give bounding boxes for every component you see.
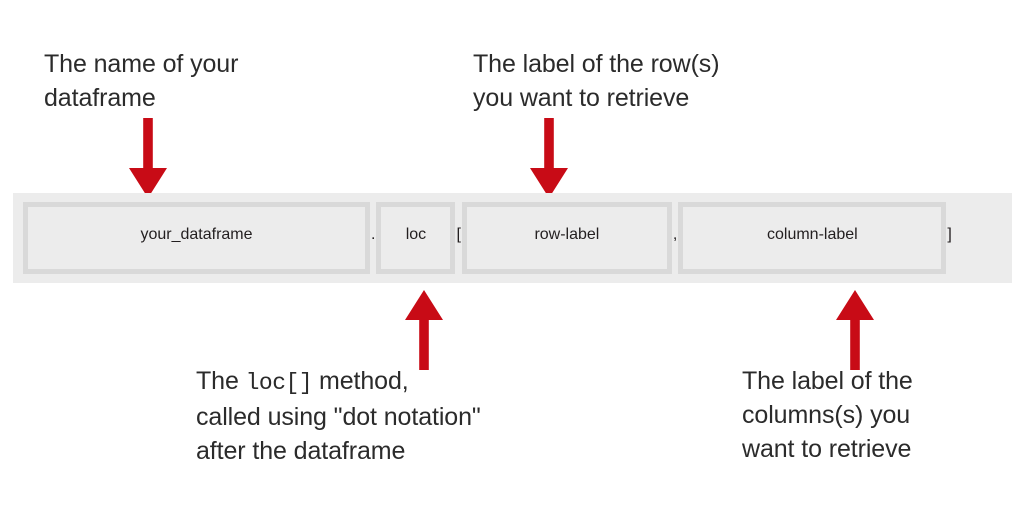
code-expression: your_dataframe . loc [ row-label , colum… xyxy=(23,202,953,274)
caption-column-label: The label of the columns(s) you want to … xyxy=(742,367,913,463)
code-token-loc-method-text: loc xyxy=(405,226,427,243)
code-token-comma-text: , xyxy=(672,226,678,243)
code-token-row-label[interactable]: row-label xyxy=(461,202,672,274)
code-token-close-bracket: ] xyxy=(946,202,952,274)
arrow-down-to-dataframe-icon xyxy=(129,118,167,198)
code-token-dataframe-name[interactable]: your_dataframe xyxy=(23,202,370,274)
arrow-up-to-loc-method-icon xyxy=(405,290,443,370)
caption-dataframe-name: The name of your dataframe xyxy=(44,50,239,112)
code-token-row-label-text: row-label xyxy=(534,226,600,243)
arrow-down-to-row-label-icon xyxy=(530,118,568,198)
code-token-dataframe-name-text: your_dataframe xyxy=(140,226,253,243)
caption-loc-method-code: loc[] xyxy=(245,370,313,396)
code-token-column-label-text: column-label xyxy=(767,226,858,243)
caption-loc-method: The loc[] method, called using "dot nota… xyxy=(196,364,596,468)
code-token-dot: . xyxy=(370,202,376,274)
code-token-open-bracket: [ xyxy=(455,202,461,274)
code-token-comma: , xyxy=(672,202,678,274)
code-token-column-label[interactable]: column-label xyxy=(678,202,947,274)
code-token-loc-method[interactable]: loc xyxy=(376,202,456,274)
code-token-dot-text: . xyxy=(371,226,376,243)
code-token-close-bracket-text: ] xyxy=(947,226,952,243)
code-band: your_dataframe . loc [ row-label , colum… xyxy=(13,193,1012,283)
caption-loc-method-pre: The xyxy=(196,367,246,395)
caption-row-label: The label of the row(s) you want to retr… xyxy=(473,50,720,112)
code-token-open-bracket-text: [ xyxy=(456,226,461,243)
caption-loc-method-post: method, called using "dot notation" afte… xyxy=(196,367,481,465)
arrow-up-to-column-label-icon xyxy=(836,290,874,370)
